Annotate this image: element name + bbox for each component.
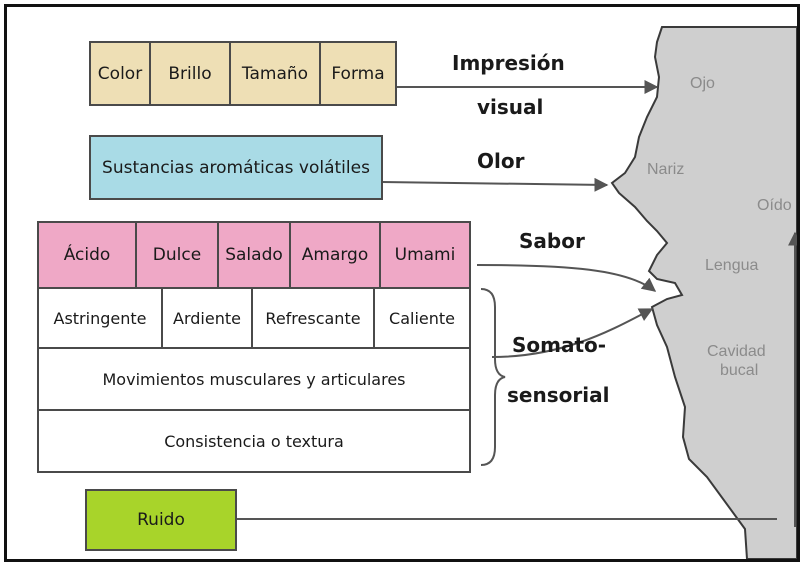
label-impresion: Impresión [452, 51, 565, 75]
face-label-mouth-line2: bucal [720, 362, 759, 379]
somato-item-astringente: Astringente [37, 287, 163, 349]
face-label-mouth-line1: Cavidad [707, 343, 766, 360]
label-somato: Somato- [512, 333, 607, 357]
taste-item-acido: Ácido [37, 221, 137, 289]
somato-item-refrescante: Refrescante [251, 287, 375, 349]
taste-item-dulce: Dulce [135, 221, 219, 289]
somato-item-ardiente: Ardiente [161, 287, 253, 349]
smell-item: Sustancias aromáticas volátiles [89, 135, 383, 200]
visual-item-brillo: Brillo [149, 41, 231, 106]
somato-item-movimientos: Movimientos musculares y articulares [37, 347, 471, 411]
diagram-art [237, 26, 797, 559]
face-label-nose: Nariz [647, 161, 685, 178]
face-label-eye: Ojo [690, 75, 715, 92]
visual-item-forma: Forma [319, 41, 397, 106]
visual-item-color: Color [89, 41, 151, 106]
label-sensorial: sensorial [507, 383, 610, 407]
face-label-ear: Oído [757, 197, 792, 214]
label-olor: Olor [477, 149, 525, 173]
face-label-tongue: Lengua [705, 257, 759, 274]
noise-item: Ruido [85, 489, 237, 551]
arrow-smell [381, 177, 609, 192]
taste-item-umami: Umami [379, 221, 471, 289]
arrow-taste [476, 264, 657, 292]
somato-item-caliente: Caliente [373, 287, 471, 349]
label-sabor: Sabor [519, 229, 585, 253]
taste-item-salado: Salado [217, 221, 291, 289]
arrow-somato [491, 308, 654, 358]
somato-item-consistencia: Consistencia o textura [37, 409, 471, 473]
taste-item-amargo: Amargo [289, 221, 381, 289]
label-visual: visual [477, 95, 544, 119]
somato-bracket [480, 288, 506, 466]
head-profile [610, 26, 797, 559]
diagram-frame: Color Brillo Tamaño Forma Impresión visu… [4, 4, 800, 562]
visual-item-tamano: Tamaño [229, 41, 321, 106]
